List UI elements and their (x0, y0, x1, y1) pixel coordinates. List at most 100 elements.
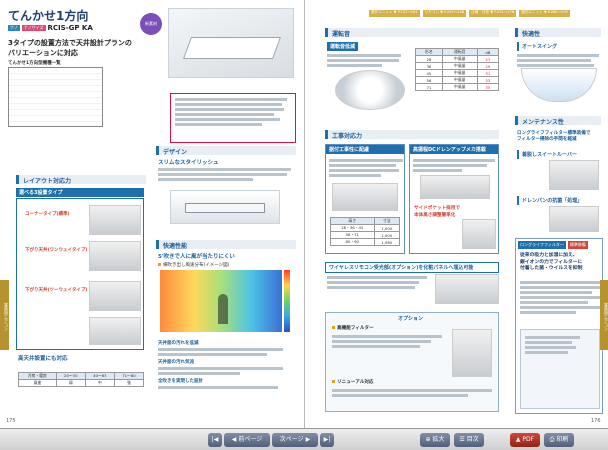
print-label: 印刷 (556, 436, 569, 443)
down-type2-image (89, 281, 141, 311)
side-pocket-2: 本体高さ調整簡単化 (414, 213, 456, 218)
tagline-2: バリエーションに対応 (8, 49, 78, 57)
renewal-row: リニューアル対応 (332, 379, 374, 385)
long-life-desc-2: 銀イオンの力でフィルターに (520, 259, 583, 265)
louver-heading: 着脱しスイートルーバー (517, 150, 580, 159)
noise-cell: 中風量 (441, 69, 478, 77)
dc-pump-panel: 高揚程DCドレンアップメカ搭載 サイドポケット採用で 本体高さ調整簡単化 (409, 144, 499, 254)
side-pocket-1: サイドポケット採用で (414, 206, 460, 211)
bullet-icon (158, 263, 161, 266)
filter-kit-row: 高機能フィルター (332, 325, 374, 331)
long-life-badge: ロングライフフィルター (518, 241, 566, 249)
speed-table-header: 20〜30 (55, 372, 86, 380)
comfort-section-title: 快適性能 (156, 240, 296, 250)
wind-heatmap (160, 270, 282, 332)
pump-photo (420, 175, 490, 199)
index-label: 目次 (466, 436, 479, 443)
wind-sim-label-row: 横吹き出し風速分布(イメージ図) (158, 262, 229, 268)
long-life-panel: ロングライフフィルター 標準装備 従来の吸力と加湿に加え、 銀イオンの力でフィル… (515, 238, 603, 414)
feature-1: 天井面の汚れを低減 (158, 341, 199, 346)
long-life-desc-1: 従来の吸力と加湿に加え、 (520, 253, 578, 258)
drain-heading: ドレンパンの抗菌「処理」 (517, 196, 586, 205)
zoom-icon: ⊕ (425, 436, 433, 443)
filter-diagram (520, 329, 600, 409)
header-link-outdoor[interactable]: 室外ユニット ▼ P.231〜161 (369, 10, 420, 17)
pdf-label: PDF (522, 436, 535, 443)
high-ceiling-heading: 高天井設置にも対応 (18, 356, 68, 362)
speed-table-cell: 風速 (18, 379, 57, 387)
noise-th: 運転音 (441, 48, 478, 56)
corner-type-image (89, 205, 141, 235)
install-types-panel: コーナータイプ(標準) 下がり天井(ワンウェイタイプ) 下がり天井(ツーウェイタ… (16, 198, 144, 350)
bullet-icon (332, 380, 335, 383)
left-title: てんかせ1方向 (8, 9, 89, 23)
right-side-tab: 業務用エアコン (600, 280, 608, 350)
new-install-heading: 据付工事性に配慮 (326, 145, 404, 154)
zoom-label: 拡大 (432, 436, 445, 443)
louver-photo (549, 160, 599, 190)
low-noise-heading: 運転音低減 (327, 42, 359, 51)
wind-sim-unit: (イメージ図) (203, 263, 230, 268)
swing-illustration (521, 68, 597, 102)
height-cell: 28・36・45 (330, 224, 375, 232)
noise-cell: 27 (476, 55, 500, 63)
next-arrow-icon: ▶ (303, 436, 311, 443)
work-section-title: 工事対応力 (325, 130, 499, 140)
pdf-icon: ▲ (515, 436, 523, 443)
long-life-1: ロングライフフィルター標準装備で (517, 131, 591, 136)
choose3-heading: 選べる3設置タイプ (16, 188, 144, 197)
prev-page-label: 前ページ (238, 436, 263, 443)
long-life-std-badge: 標準装備 (567, 241, 588, 249)
zoom-button[interactable]: ⊕ 拡大 (420, 433, 450, 447)
next-page-button[interactable]: 次ページ ▶ (272, 433, 318, 447)
noise-cell: 36 (415, 62, 443, 70)
header-link-indoor[interactable]: 室内ユニット ▼ P.280〜295 (519, 10, 570, 17)
header-link-spec[interactable]: 仕様・外形 ▼ P.291〜276 (469, 10, 517, 17)
height-cell: 1,060 (373, 238, 400, 246)
feature-list: 天井面の汚れを低減 天井面の汚れ気流 全吹きを実現した設計 (158, 340, 294, 389)
operation-section-title: 運転音 (325, 28, 499, 38)
noise-cell: 33 (476, 76, 500, 84)
wireless-desc (327, 274, 427, 289)
noise-cell: 中風量 (441, 76, 478, 84)
right-page-number: 176 (591, 418, 601, 424)
feature-3: 全吹きを実現した設計 (158, 379, 203, 384)
tagline-1: 3タイプの設置方法で天井設計プランの (8, 39, 132, 47)
noise-cell: 中風量 (441, 55, 478, 63)
header-link-remote[interactable]: リモコン ▼ P.253〜258 (422, 10, 467, 17)
down-type2-label: 下がり天井(ツーウェイタイプ) (25, 288, 88, 293)
prev-page-button[interactable]: ◀ 前ページ (224, 433, 270, 447)
height-cell: 80・90 (330, 238, 375, 246)
wind-spread-heading: 5'吹きで人に風が当たりにくい (158, 254, 235, 260)
maint-section-title: メンテナンス性 (515, 116, 601, 126)
noise-cell: 31 (476, 69, 500, 77)
noise-cell: 28 (415, 55, 443, 63)
comfort-right-section-title: 快適性 (515, 28, 601, 38)
badge-nano-size: ナノサイズ (21, 25, 46, 31)
left-side-tab: 業務用エアコン (0, 280, 9, 350)
pdf-button[interactable]: ▲ PDF (510, 433, 540, 447)
option-label: オプション (398, 316, 424, 322)
new-material-badge: 新素材 (140, 13, 162, 35)
index-button[interactable]: ☰ 目次 (454, 433, 484, 447)
layout-section-title: レイアウト対応力 (16, 175, 146, 185)
index-icon: ☰ (459, 436, 467, 443)
option-panel: オプション 高機能フィルター リニューアル対応 (325, 312, 499, 412)
speed-table-header: 40〜63 (84, 372, 115, 380)
product-photo-main (168, 8, 294, 78)
last-page-icon: ▶| (323, 436, 331, 443)
first-page-button[interactable]: |◀ (208, 433, 222, 447)
print-icon: ⎙ (549, 436, 557, 443)
speed-table-cell: 弱 (55, 379, 86, 387)
dc-pump-heading: 高揚程DCドレンアップメカ搭載 (410, 145, 498, 154)
height-cell: 1,000 (373, 224, 400, 232)
prev-arrow-icon: ◀ (231, 436, 239, 443)
note-box (170, 93, 296, 143)
noise-th: 形名 (415, 48, 443, 56)
last-page-button[interactable]: ▶| (320, 433, 334, 447)
design-section-title: デザイン (156, 146, 296, 156)
right-header-bar: 室外ユニット ▼ P.231〜161 リモコン ▼ P.253〜258 仕様・外… (305, 10, 608, 17)
print-button[interactable]: ⎙ 印刷 (544, 433, 574, 447)
